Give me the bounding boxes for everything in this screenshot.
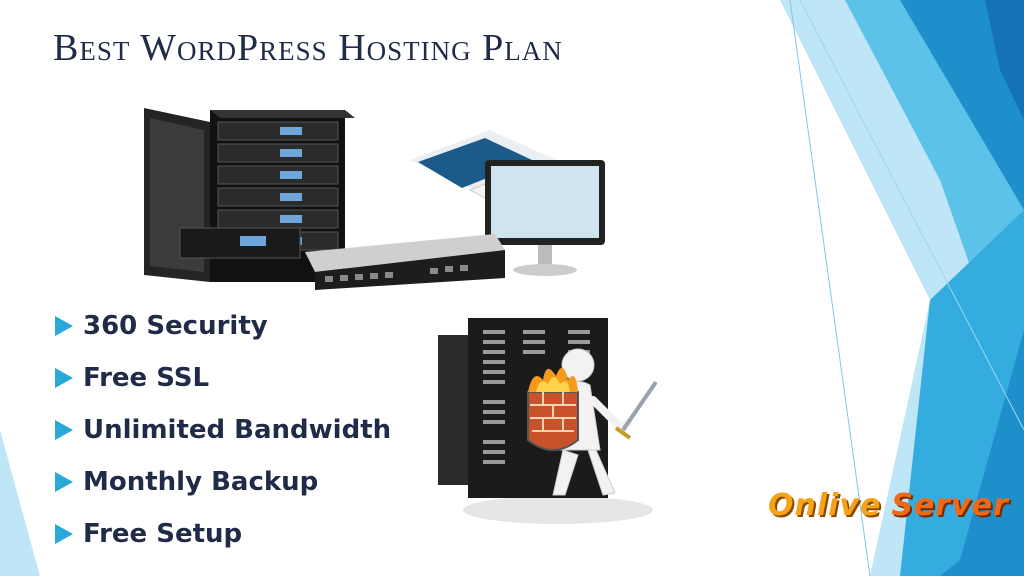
feature-label: Monthly Backup <box>83 467 319 497</box>
onlive-server-logo: Onlive Server <box>768 488 1009 523</box>
list-item: 360 Security <box>55 300 391 352</box>
list-item: Free SSL <box>55 352 391 404</box>
slide-title: Best WordPress Hosting Plan <box>53 27 563 69</box>
feature-label: 360 Security <box>83 311 268 341</box>
bullet-arrow-icon <box>55 316 73 336</box>
logo-word-server: Server <box>891 488 1009 523</box>
server-rack-illustration <box>144 108 605 290</box>
list-item: Free Setup <box>55 508 391 560</box>
feature-label: Free SSL <box>83 363 210 393</box>
feature-label: Free Setup <box>83 519 243 549</box>
logo-word-onlive: Onlive <box>768 488 882 523</box>
feature-label: Unlimited Bandwidth <box>83 415 392 445</box>
bullet-arrow-icon <box>55 420 73 440</box>
firewall-guard-illustration <box>438 318 658 524</box>
bullet-arrow-icon <box>55 524 73 544</box>
bullet-arrow-icon <box>55 472 73 492</box>
bullet-arrow-icon <box>55 368 73 388</box>
list-item: Unlimited Bandwidth <box>55 404 391 456</box>
list-item: Monthly Backup <box>55 456 391 508</box>
feature-list: 360 Security Free SSL Unlimited Bandwidt… <box>55 300 391 560</box>
